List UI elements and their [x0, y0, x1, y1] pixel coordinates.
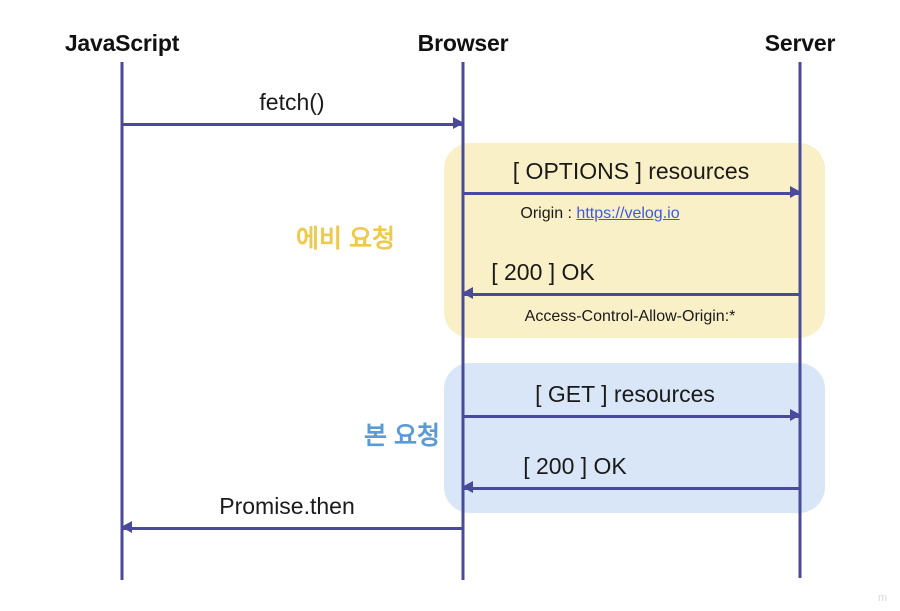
arrow-shaft	[122, 123, 463, 126]
message-label-preflight-response: [ 200 ] OK	[491, 259, 595, 285]
lifeline-server	[798, 62, 802, 578]
arrow-shaft	[463, 415, 800, 418]
arrow-shaft	[463, 192, 800, 195]
arrow-shaft	[122, 527, 463, 530]
participant-title-javascript: JavaScript	[64, 30, 180, 56]
arrow-head-right-icon	[790, 409, 801, 421]
phase-label-actual: 본 요청	[364, 422, 440, 450]
arrow-head-left-icon	[121, 521, 132, 533]
arrow-head-left-icon	[462, 287, 473, 299]
origin-url-link[interactable]: https://velog.io	[576, 205, 680, 222]
arrow-head-right-icon	[790, 186, 801, 198]
message-sublabel-origin: Origin : https://velog.io	[520, 205, 679, 223]
message-sublabel-access-control: Access-Control-Allow-Origin:*	[525, 308, 736, 326]
message-label-promise-then: Promise.then	[219, 493, 355, 519]
arrow-head-right-icon	[453, 117, 464, 129]
arrow-shaft	[463, 487, 800, 490]
message-label-fetch: fetch()	[259, 89, 325, 115]
participant-title-browser: Browser	[417, 30, 509, 56]
phase-block-preflight	[444, 143, 825, 338]
arrow-head-left-icon	[462, 481, 473, 493]
message-label-options-request: [ OPTIONS ] resources	[512, 158, 750, 184]
watermark: m	[878, 592, 888, 604]
arrow-shaft	[463, 293, 800, 296]
phase-label-preflight: 에비 요청	[296, 225, 395, 253]
access-control-text: Access-Control-Allow-Origin:*	[524, 308, 736, 325]
message-label-get-response: [ 200 ] OK	[523, 453, 627, 479]
lifeline-browser	[461, 62, 465, 580]
origin-prefix: Origin :	[520, 205, 577, 222]
message-label-get-request: [ GET ] resources	[535, 381, 715, 407]
participant-title-server: Server	[764, 30, 836, 56]
lifeline-javascript	[120, 62, 124, 580]
